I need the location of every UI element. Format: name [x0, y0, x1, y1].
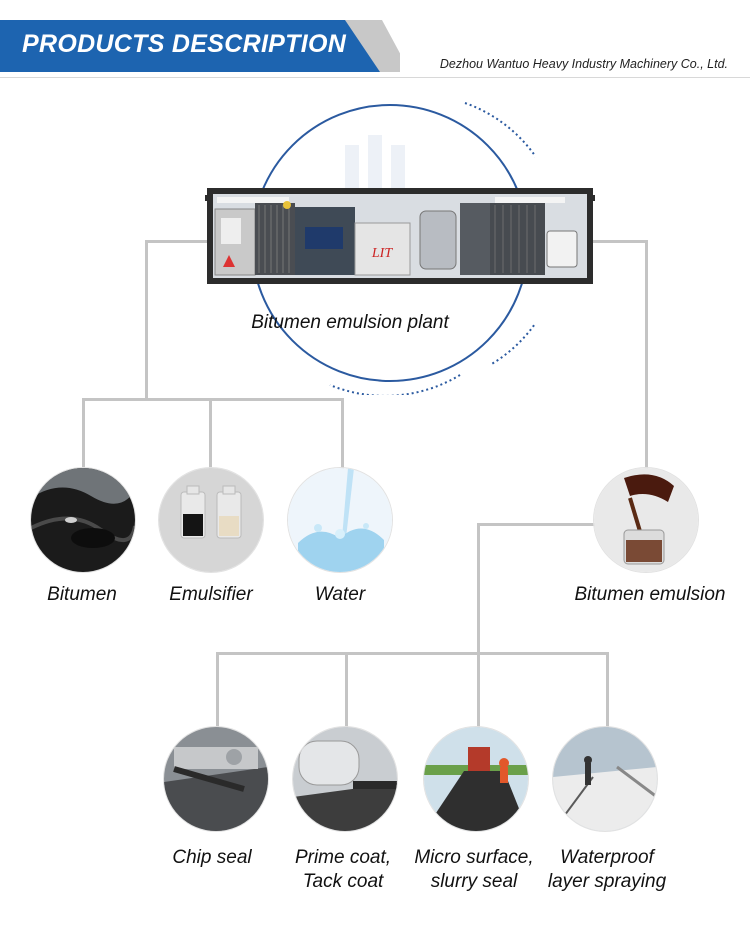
plant-label: Bitumen emulsion plant [251, 312, 449, 333]
bitumen-emulsion-image [594, 468, 698, 572]
prime-coat-image [293, 727, 397, 831]
page-title: PRODUCTS DESCRIPTION [22, 30, 347, 58]
title-banner [0, 20, 400, 72]
emulsifier-image [159, 468, 263, 572]
waterproof-layer-image [553, 727, 657, 831]
bitumen-emulsion-label: Bitumen emulsion [574, 584, 726, 605]
micro-surface-image [424, 727, 528, 831]
water-label: Water [314, 584, 366, 605]
prime-coat-label: Prime coat, Tack coat [294, 847, 392, 892]
chip-seal-label: Chip seal [172, 847, 252, 868]
header-divider [0, 77, 750, 78]
water-image [288, 468, 392, 572]
bitumen-image [31, 468, 135, 572]
bitumen-emulsion-plant-image: LIT [205, 188, 595, 284]
waterproof-layer-label: Waterproof layer spraying [547, 847, 667, 892]
bitumen-label: Bitumen [47, 584, 117, 605]
svg-text:LIT: LIT [371, 246, 393, 261]
company-name: Dezhou Wantuo Heavy Industry Machinery C… [439, 57, 728, 71]
emulsifier-label: Emulsifier [169, 584, 253, 605]
micro-surface-label: Micro surface, slurry seal [414, 847, 534, 892]
chip-seal-image [164, 727, 268, 831]
